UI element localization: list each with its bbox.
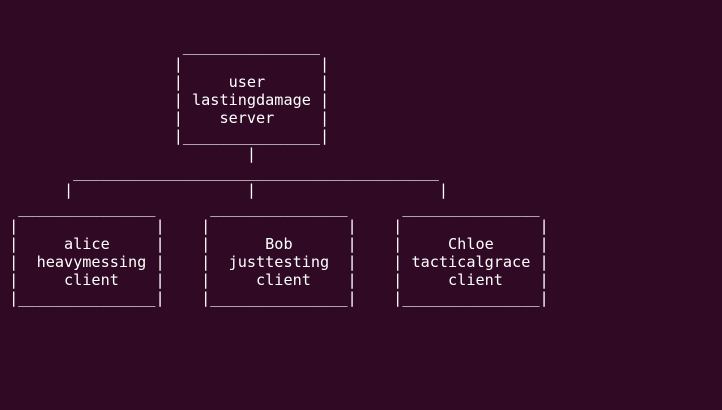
terminal-line: | | | [0, 181, 449, 199]
terminal-line: | | [0, 55, 330, 73]
terminal-line: | user | [0, 73, 330, 91]
terminal-line: | client | | client | | client | [0, 271, 549, 289]
terminal-line: |_______________| |_______________| |___… [0, 289, 549, 307]
terminal-line: | [0, 145, 257, 163]
terminal-line: | lastingdamage | [0, 91, 330, 109]
terminal-line: | alice | | Bob | | Chloe | [0, 235, 549, 253]
terminal-line: _______________ [0, 37, 321, 55]
terminal-line: | heavymessing | | justtesting | | tacti… [0, 253, 549, 271]
terminal-line: | | | | | | [0, 217, 549, 235]
terminal-line: |_______________| [0, 127, 330, 145]
terminal-line: ________________________________________ [0, 163, 439, 181]
terminal-line: | server | [0, 109, 330, 127]
terminal-line: _______________ _______________ ________… [0, 199, 540, 217]
